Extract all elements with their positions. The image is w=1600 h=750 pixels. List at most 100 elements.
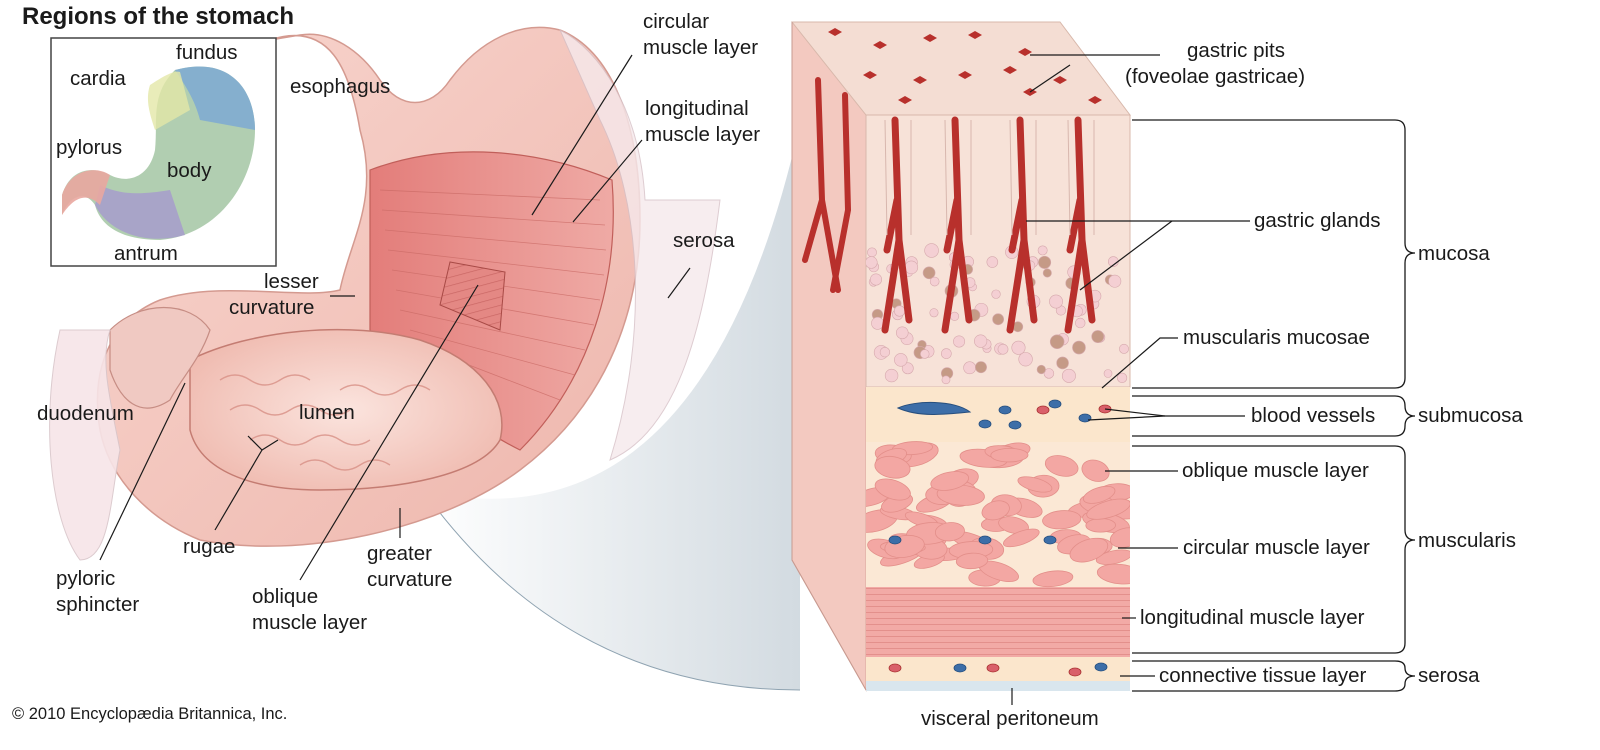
gland-cell [901,362,914,375]
blood-vessel [978,535,992,545]
muscle-cell [1017,476,1053,493]
gastric-pit [1053,76,1067,84]
gland-cell [1011,340,1026,355]
gland-cell [1043,368,1055,379]
muscle-cell [990,447,1029,463]
blood-vessel [953,663,967,673]
gland-wall [1009,119,1037,236]
label-duodenum: duodenum [37,402,134,425]
blood-vessel [888,535,902,545]
label-blood-vessels: blood vessels [1251,404,1376,427]
gland-wall [884,119,912,236]
gland-cell [895,326,909,340]
gland-cell [950,311,960,321]
blood-vessel [1043,535,1057,545]
label-circular-muscle-layer: circular muscle layer [1183,536,1370,559]
gland-cell [1072,340,1086,355]
blood-vessel [1048,399,1062,409]
muscle-cell [1095,549,1130,565]
muscle-cell [1081,459,1110,482]
muscle-cell [934,522,965,542]
label-rugae: rugae [183,535,236,558]
gland-cell [991,289,1001,299]
gland-cell [1119,343,1129,354]
muscle-cell [1085,518,1116,533]
gland-cell [1036,364,1046,375]
gland-cell [1116,372,1128,383]
muscle-cell [1044,455,1079,477]
gland-cell [1037,245,1048,256]
gland-cell [1108,274,1122,288]
label-serosa-stomach: serosa [673,229,735,252]
gastric-pit [913,76,927,84]
layer-brackets [1132,119,1416,692]
gland-cell [1056,356,1069,370]
blood-vessel-red [986,663,1000,673]
gland-cell [904,260,919,275]
label-lumen: lumen [299,401,355,424]
inset-label-cardia: cardia [70,67,126,90]
gastric-gland [1006,116,1038,334]
gastric-pit [898,96,912,104]
gland-cell [953,335,966,348]
label-oblique-muscle-layer: oblique muscle layer [1182,459,1369,482]
label-longitudinal-muscle-layer: longitudinal muscle layer [1140,606,1365,629]
inset-label-pylorus: pylorus [56,136,123,159]
label-gastric-glands: gastric glands [1254,209,1381,232]
muscle-cell [1002,528,1040,548]
copyright-notice: © 2010 Encyclopædia Britannica, Inc. [12,705,288,723]
gland-cell [867,247,877,258]
gland-cell [1061,368,1076,383]
gland-cell [884,368,899,383]
gastric-pit [1088,96,1102,104]
gland-wall [1067,119,1095,236]
gland-cell [974,334,988,348]
gastric-gland [881,116,913,334]
gland-cell [1042,268,1052,278]
label-serosa-layer: serosa [1418,664,1480,687]
muscle-cell [1069,537,1109,563]
gastric-wall-section [790,21,1132,692]
blood-vessel [998,405,1012,415]
inset-label-body: body [167,159,212,182]
gland-cell [879,347,891,358]
gland-cell [1091,330,1105,343]
blood-vessel-red [1068,667,1082,677]
gastric-gland [830,92,852,293]
gastric-gland [1064,116,1096,334]
gastric-pit [1018,48,1032,56]
gland-cell [866,256,878,269]
label-connective-tissue-layer: connective tissue layer [1159,664,1367,687]
gland-cell [975,361,987,374]
label-submucosa: submucosa [1418,404,1523,427]
blood-vessel-red [888,663,902,673]
gland-wall [944,119,972,236]
muscle-cell [874,478,911,501]
gastric-pit [1003,66,1017,74]
muscle-cell [930,471,970,491]
gland-cell [1075,317,1086,329]
diagram-title: Regions of the stomach [22,3,295,30]
gland-cell [1018,352,1033,367]
gastric-pit [828,28,842,36]
gland-cell [1103,369,1113,378]
muscle-cell [998,516,1029,535]
gland-cell [941,375,951,385]
gland-cell [1049,334,1065,349]
gland-cell [1038,255,1052,269]
muscle-cell [1086,498,1130,520]
label-mucosa: mucosa [1418,242,1490,265]
gland-cell [929,308,939,318]
gland-cell [893,305,906,317]
gland-cell [894,353,908,367]
muscle-cell [1082,485,1116,504]
inset-label-antrum: antrum [114,242,178,265]
gland-cell [997,343,1009,355]
